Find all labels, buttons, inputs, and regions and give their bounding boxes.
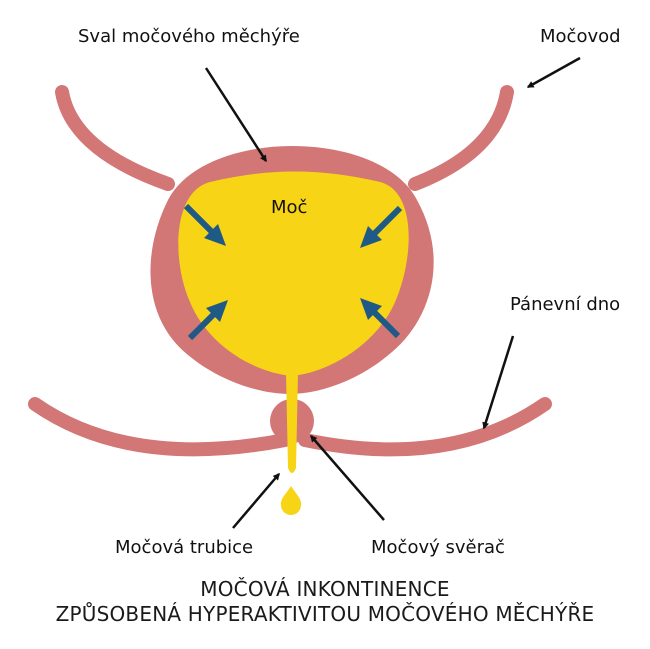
label-sphincter: Močový svěrač [371, 537, 505, 558]
caption-line-1: MOČOVÁ INKONTINENCE [200, 577, 450, 601]
pointer-arrows [204, 56, 581, 529]
right-ureter [408, 85, 514, 191]
pressure-arrowhead-top-left [204, 224, 226, 246]
urine [178, 171, 409, 376]
label-urine: Moč [271, 197, 308, 218]
pelvic-floor-left [28, 397, 292, 457]
pressure-arrowhead-top-right [360, 226, 382, 248]
pressure-arrowhead-bottom-left [206, 300, 228, 322]
urethra-pointer-arrow [232, 472, 280, 529]
pressure-arrow-top-right [371, 205, 403, 237]
pelvic-floor-right [298, 397, 552, 457]
left-ureter [55, 85, 175, 191]
pelvic-floor-pointer-arrow [482, 335, 515, 430]
pressure-arrow-bottom-left [187, 311, 217, 341]
pressure-arrow-bottom-right [371, 309, 401, 339]
label-ureter: Močovod [540, 26, 621, 47]
label-urethra: Močová trubice [115, 537, 254, 558]
pressure-arrow-top-left [183, 203, 215, 235]
label-muscle: Sval močového měchýře [78, 26, 300, 47]
muscle-pointer-arrow [204, 67, 268, 163]
urine-drop [280, 486, 302, 515]
caption-line-2: ZPŮSOBENÁ HYPERAKTIVITOU MOČOVÉHO MĚCHÝŘ… [55, 602, 595, 626]
pressure-arrows [183, 203, 403, 341]
ureter-pointer-arrow [526, 56, 581, 89]
sphincter-pointer-arrow [310, 434, 385, 521]
urethra [286, 372, 298, 473]
label-pelvic-floor: Pánevní dno [510, 294, 621, 315]
pressure-arrowhead-bottom-right [360, 298, 382, 320]
